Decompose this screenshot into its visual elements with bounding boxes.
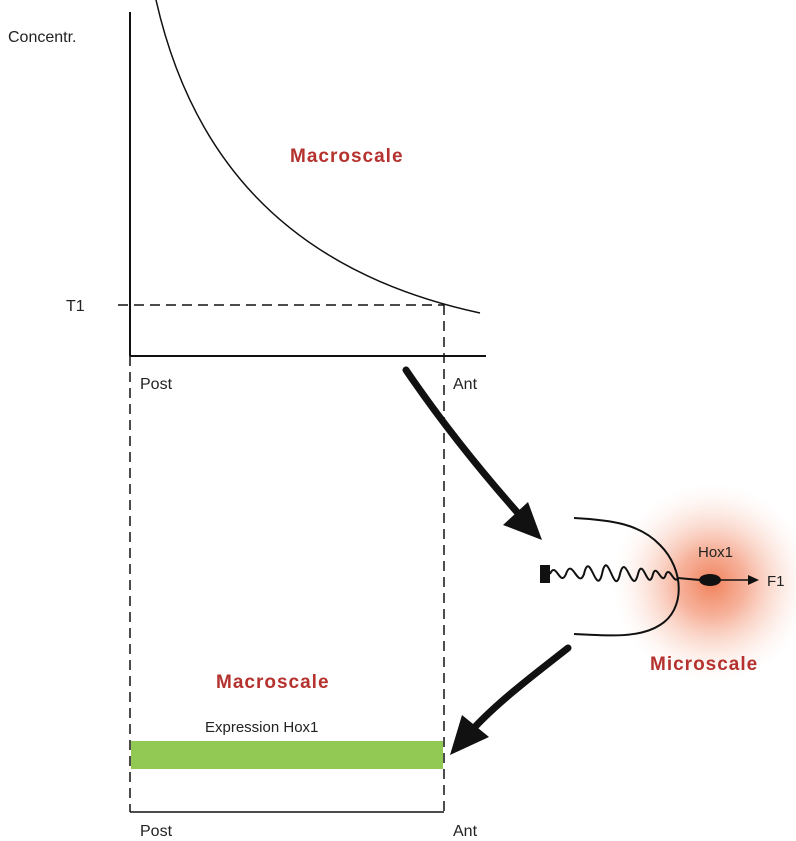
expression-bar xyxy=(131,741,443,769)
y-axis-label: Concentr. xyxy=(8,29,76,46)
gradient-plot: Concentr. T1 Post Ant Macroscale xyxy=(8,0,486,393)
hox1-gene-node xyxy=(699,574,721,586)
threshold-label: T1 xyxy=(66,298,85,315)
arrow-to-expression xyxy=(450,644,572,755)
hox1-label: Hox1 xyxy=(698,544,733,561)
expression-domain: Macroscale Expression Hox1 Post Ant xyxy=(130,672,478,840)
ant-label-top: Ant xyxy=(453,376,478,393)
arrow-to-microscale xyxy=(402,366,542,540)
microscale-label: Microscale xyxy=(650,654,758,675)
signaling-wave xyxy=(549,564,701,583)
output-arrow-head xyxy=(748,575,759,585)
f1-label: F1 xyxy=(767,573,785,590)
microscale-cell: Hox1 F1 Microscale xyxy=(540,483,796,683)
concentration-curve xyxy=(155,0,481,314)
ant-label-bottom: Ant xyxy=(453,823,478,840)
post-label-top: Post xyxy=(140,376,173,393)
post-label-bottom: Post xyxy=(140,823,173,840)
cell-membrane xyxy=(573,517,680,637)
macroscale-label-bottom: Macroscale xyxy=(216,672,330,693)
receptor-icon xyxy=(540,565,550,583)
expression-label: Expression Hox1 xyxy=(205,719,318,736)
macroscale-label-top: Macroscale xyxy=(290,146,404,167)
